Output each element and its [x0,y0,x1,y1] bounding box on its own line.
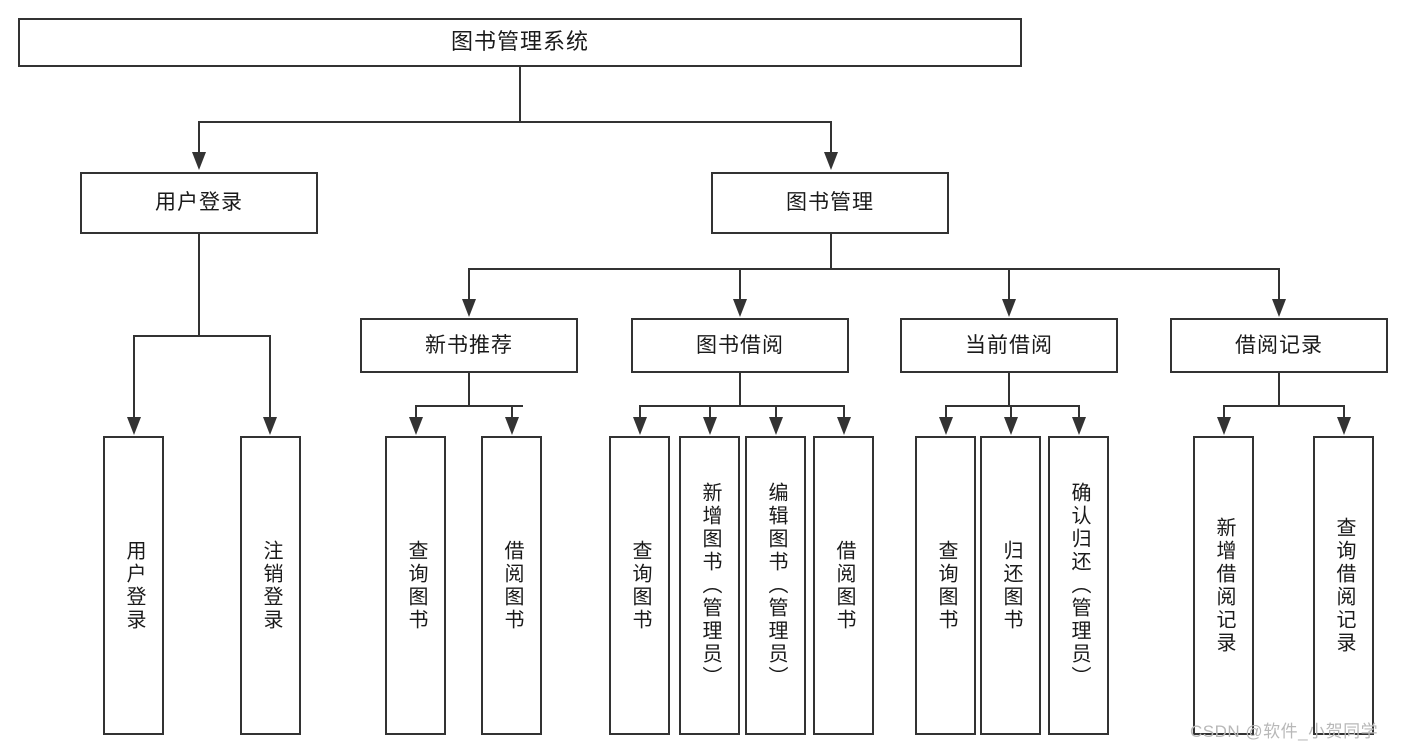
edge-current-borrow-bus [945,405,1079,407]
node-label: 查询借阅记录 [1333,516,1355,655]
edge-drop-leaf [1223,405,1225,418]
edge-book-management-stem [830,234,832,269]
leaf-user-login[interactable]: 用户登录 [103,436,164,735]
arrow-down-icon [192,152,206,170]
leaf-borrow-book-recommend[interactable]: 借阅图书 [481,436,542,735]
node-label: 查询图书 [935,539,957,632]
node-new-book-recommend[interactable]: 新书推荐 [360,318,578,373]
edge-drop-leaf [415,405,417,418]
node-root-book-management-system[interactable]: 图书管理系统 [18,18,1022,67]
leaf-query-book-borrow[interactable]: 查询图书 [609,436,670,735]
arrow-down-icon [409,417,423,435]
node-book-borrow[interactable]: 图书借阅 [631,318,849,373]
edge-drop-leaf [1078,405,1080,418]
node-borrow-record[interactable]: 借阅记录 [1170,318,1388,373]
arrow-down-icon [1004,417,1018,435]
edge-new-book-bus [415,405,523,407]
node-current-borrow[interactable]: 当前借阅 [900,318,1118,373]
arrow-down-icon [769,417,783,435]
edge-drop-book-management [830,121,832,153]
edge-drop-leaf [511,405,513,418]
node-label: 新增图书（管理员） [699,482,721,689]
node-label: 图书管理系统 [450,29,589,55]
edge-drop-leaf [945,405,947,418]
arrow-down-icon [462,299,476,317]
leaf-user-logout[interactable]: 注销登录 [240,436,301,735]
arrow-down-icon [1337,417,1351,435]
arrow-down-icon [127,417,141,435]
node-book-management[interactable]: 图书管理 [711,172,949,234]
node-label: 用户登录 [123,539,145,632]
edge-drop-leaf [133,335,135,418]
edge-drop-leaf [775,405,777,418]
node-label: 当前借阅 [965,333,1053,357]
node-label: 查询图书 [405,539,427,632]
arrow-down-icon [263,417,277,435]
node-label: 新书推荐 [425,333,513,357]
leaf-query-book-current[interactable]: 查询图书 [915,436,976,735]
arrow-down-icon [733,299,747,317]
arrow-down-icon [505,417,519,435]
leaf-return-book[interactable]: 归还图书 [980,436,1041,735]
edge-drop-current-borrow [1008,268,1010,300]
arrow-down-icon [1272,299,1286,317]
edge-root-stem [519,67,521,122]
arrow-down-icon [1002,299,1016,317]
node-label: 查询图书 [629,539,651,632]
node-label: 新增借阅记录 [1213,516,1235,655]
node-label: 用户登录 [155,191,243,215]
node-label: 借阅记录 [1235,333,1323,357]
edge-drop-leaf [639,405,641,418]
leaf-edit-book-admin[interactable]: 编辑图书（管理员） [745,436,806,735]
edge-level1-bus [198,121,832,123]
node-label: 借阅图书 [833,539,855,632]
arrow-down-icon [1072,417,1086,435]
edge-book-borrow-stem [739,373,741,406]
node-label: 确认归还（管理员） [1068,482,1090,689]
arrow-down-icon [703,417,717,435]
edge-drop-new-book [468,268,470,300]
leaf-query-borrow-record[interactable]: 查询借阅记录 [1313,436,1374,735]
edge-user-login-bus [133,335,271,337]
leaf-confirm-return-admin[interactable]: 确认归还（管理员） [1048,436,1109,735]
edge-drop-book-borrow [739,268,741,300]
arrow-down-icon [633,417,647,435]
csdn-watermark: CSDN @软件_小贺同学 [1190,722,1379,741]
edge-drop-borrow-record [1278,268,1280,300]
node-label: 借阅图书 [501,539,523,632]
node-label: 归还图书 [1000,539,1022,632]
arrow-down-icon [837,417,851,435]
node-label: 编辑图书（管理员） [765,482,787,689]
node-label: 图书借阅 [696,333,784,357]
leaf-add-book-admin[interactable]: 新增图书（管理员） [679,436,740,735]
edge-book-borrow-bus [639,405,844,407]
edge-drop-leaf [269,335,271,418]
edge-user-login-stem [198,234,200,336]
node-user-login[interactable]: 用户登录 [80,172,318,234]
leaf-borrow-book[interactable]: 借阅图书 [813,436,874,735]
leaf-query-book-recommend[interactable]: 查询图书 [385,436,446,735]
edge-drop-leaf [1343,405,1345,418]
edge-borrow-record-bus [1223,405,1345,407]
edge-drop-leaf [843,405,845,418]
arrow-down-icon [824,152,838,170]
edge-drop-leaf [709,405,711,418]
edge-drop-leaf [1010,405,1012,418]
edge-drop-user-login [198,121,200,153]
arrow-down-icon [1217,417,1231,435]
edge-level3-bus [468,268,1280,270]
edge-borrow-record-stem [1278,373,1280,406]
leaf-add-borrow-record[interactable]: 新增借阅记录 [1193,436,1254,735]
node-label: 图书管理 [786,191,874,215]
edge-current-borrow-stem [1008,373,1010,406]
node-label: 注销登录 [260,539,282,632]
edge-new-book-stem [468,373,470,406]
arrow-down-icon [939,417,953,435]
